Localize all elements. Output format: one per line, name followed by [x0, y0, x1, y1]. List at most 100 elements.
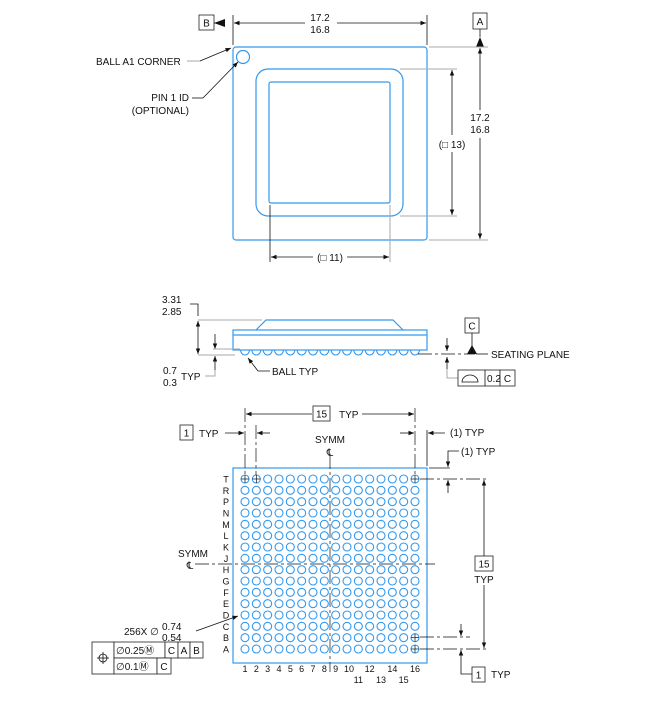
- ball-T8: [319, 474, 329, 484]
- ball-H12: [365, 565, 375, 575]
- ball-a1-corner-label: BALL A1 CORNER: [96, 57, 181, 68]
- ball-P16: [410, 497, 420, 507]
- ball-C16: [410, 621, 420, 631]
- ball-R4: [274, 485, 284, 495]
- ball-D7: [308, 610, 318, 620]
- ball-N6: [297, 508, 307, 518]
- ball-A7: [308, 644, 318, 654]
- symm-top: SYMM: [315, 435, 345, 446]
- ball-A14: [387, 644, 397, 654]
- ball-D8: [319, 610, 329, 620]
- side-ball: [273, 349, 285, 356]
- ball-F15: [399, 587, 409, 597]
- ball-K14: [387, 542, 397, 552]
- ball-N8: [319, 508, 329, 518]
- column-label: 8: [322, 664, 327, 674]
- column-label: 12: [365, 664, 375, 674]
- ball-T5: [285, 474, 295, 484]
- ball-M2: [251, 519, 261, 529]
- ball-B6: [297, 633, 307, 643]
- centerline-top-icon: ℄: [326, 448, 334, 459]
- ball-L9: [331, 531, 341, 541]
- ball-A11: [353, 644, 363, 654]
- ball-F1: [240, 587, 250, 597]
- ball-J2: [251, 553, 261, 563]
- ball-G8: [319, 576, 329, 586]
- ball-H7: [308, 565, 318, 575]
- pin1-marker: [235, 49, 251, 65]
- ball-R13: [376, 485, 386, 495]
- tol2-value: ∅0.1Ⓜ: [116, 661, 149, 673]
- ball-B7: [308, 633, 318, 643]
- ball-T13: [376, 474, 386, 484]
- ball-N13: [376, 508, 386, 518]
- ball-E11: [353, 599, 363, 609]
- ball-M10: [342, 519, 352, 529]
- ball-A15: [399, 644, 409, 654]
- ball-B5: [285, 633, 295, 643]
- row-label: N: [223, 509, 230, 519]
- ball-L6: [297, 531, 307, 541]
- ball-G14: [387, 576, 397, 586]
- ball-N9: [331, 508, 341, 518]
- ball-N11: [353, 508, 363, 518]
- row-label: E: [223, 599, 229, 609]
- ball-R5: [285, 485, 295, 495]
- standoff-max: 0.7: [163, 366, 177, 377]
- ball-A8: [319, 644, 329, 654]
- ball-D4: [274, 610, 284, 620]
- ball-B15: [399, 633, 409, 643]
- ball-M3: [263, 519, 273, 529]
- ball-grid: [240, 474, 420, 654]
- ball-E4: [274, 599, 284, 609]
- centerline-left-icon: ℄: [186, 561, 194, 572]
- ball-D10: [342, 610, 352, 620]
- ball-J4: [274, 553, 284, 563]
- ball-A16: [410, 644, 420, 654]
- ball-T4: [274, 474, 284, 484]
- ball-F3: [263, 587, 273, 597]
- ball-M15: [399, 519, 409, 529]
- ball-K10: [342, 542, 352, 552]
- tol1-datum-b: B: [193, 646, 200, 657]
- ball-K5: [285, 542, 295, 552]
- ball-A6: [297, 644, 307, 654]
- ball-L15: [399, 531, 409, 541]
- ball-D15: [399, 610, 409, 620]
- ball-J5: [285, 553, 295, 563]
- side-ball: [398, 349, 409, 356]
- ball-H14: [387, 565, 397, 575]
- ball-L8: [319, 531, 329, 541]
- ball-T11: [353, 474, 363, 484]
- tol1-value: ∅0.25Ⓜ: [116, 645, 154, 657]
- ball-C3: [263, 621, 273, 631]
- symm-left: SYMM: [178, 549, 208, 560]
- ball-K9: [331, 542, 341, 552]
- substrate: [232, 329, 428, 351]
- ball-P9: [331, 497, 341, 507]
- ball-J6: [297, 553, 307, 563]
- ball-M8: [319, 519, 329, 529]
- side-balls: [239, 349, 421, 356]
- ball-M5: [285, 519, 295, 529]
- ball-L13: [376, 531, 386, 541]
- ball-K11: [353, 542, 363, 552]
- ball-B10: [342, 633, 352, 643]
- ball-F14: [387, 587, 397, 597]
- ball-M4: [274, 519, 284, 529]
- ball-K3: [263, 542, 273, 552]
- ball-A3: [263, 644, 273, 654]
- ball-C4: [274, 621, 284, 631]
- ball-P1: [240, 497, 250, 507]
- ball-H5: [285, 565, 295, 575]
- height-max: 17.2: [470, 113, 490, 124]
- side-ball: [341, 349, 353, 356]
- top-view: B 17.2 16.8 A 17.2 16.8 (□ 13) (□ 11) B: [96, 12, 490, 264]
- ball-D13: [376, 610, 386, 620]
- ball-P6: [297, 497, 307, 507]
- ball-B14: [387, 633, 397, 643]
- ball-L11: [353, 531, 363, 541]
- ball-R12: [365, 485, 375, 495]
